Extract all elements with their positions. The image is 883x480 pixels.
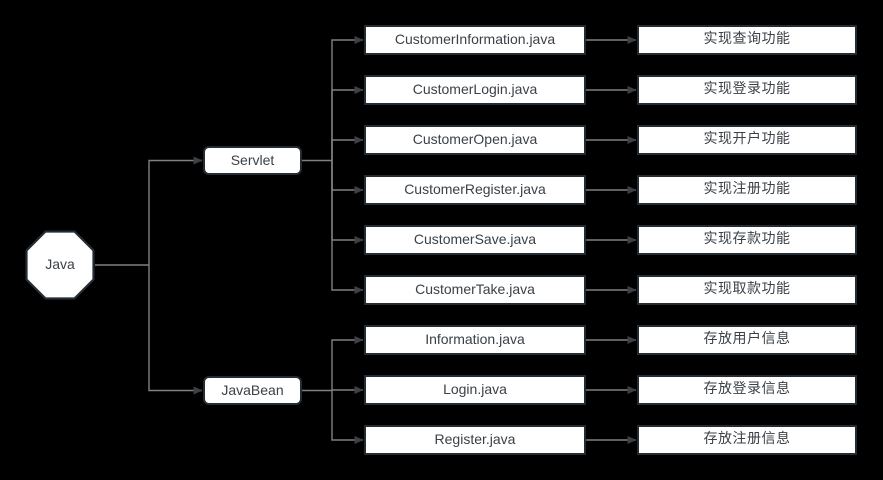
node-servlet[interactable]: Servlet: [203, 146, 302, 175]
connector-line: [331, 36, 364, 161]
node-javabean-label: JavaBean: [221, 381, 284, 398]
node-label: 实现开户功能: [703, 131, 791, 148]
connector-line: [331, 160, 364, 244]
node-file-customerregister[interactable]: CustomerRegister.java: [364, 175, 586, 205]
node-label: CustomerOpen.java: [412, 131, 538, 148]
connector-line: [331, 390, 364, 444]
node-label: 实现存款功能: [703, 231, 791, 248]
node-javabean[interactable]: JavaBean: [203, 376, 302, 405]
connector-line: [331, 160, 364, 294]
node-label: 实现注册功能: [703, 181, 791, 198]
connector-line: [331, 160, 364, 194]
node-desc-withdraw[interactable]: 实现取款功能: [637, 275, 857, 305]
node-label: Information.java: [425, 331, 525, 348]
node-label: 实现取款功能: [703, 281, 791, 298]
node-label: CustomerSave.java: [413, 231, 537, 248]
node-label: CustomerTake.java: [415, 281, 535, 298]
connector-line: [331, 336, 364, 391]
node-label: CustomerRegister.java: [404, 181, 546, 198]
node-label: 实现登录功能: [703, 81, 791, 98]
node-label: 存放用户信息: [703, 331, 791, 348]
node-label: 存放注册信息: [703, 431, 791, 448]
connector-line: [148, 156, 203, 265]
node-desc-store-login-info[interactable]: 存放登录信息: [637, 375, 857, 405]
node-desc-open-account[interactable]: 实现开户功能: [637, 125, 857, 155]
node-file-information[interactable]: Information.java: [364, 325, 586, 355]
node-label: Login.java: [443, 381, 507, 398]
node-java-label: Java: [45, 256, 75, 273]
node-desc-register[interactable]: 实现注册功能: [637, 175, 857, 205]
node-label: 存放登录信息: [703, 381, 791, 398]
node-file-customerlogin[interactable]: CustomerLogin.java: [364, 75, 586, 105]
node-file-customertake[interactable]: CustomerTake.java: [364, 275, 586, 305]
node-desc-query[interactable]: 实现查询功能: [637, 25, 857, 55]
node-label: Register.java: [434, 431, 516, 448]
connector-line: [148, 265, 203, 395]
node-desc-store-user-info[interactable]: 存放用户信息: [637, 325, 857, 355]
octagon-shape: [25, 230, 95, 300]
node-desc-login[interactable]: 实现登录功能: [637, 75, 857, 105]
node-desc-deposit[interactable]: 实现存款功能: [637, 225, 857, 255]
node-desc-store-register-info[interactable]: 存放注册信息: [637, 425, 857, 455]
connector-line: [331, 136, 364, 161]
node-label: CustomerLogin.java: [412, 81, 538, 98]
node-file-login[interactable]: Login.java: [364, 375, 586, 405]
connector-line: [331, 386, 364, 394]
node-file-customersave[interactable]: CustomerSave.java: [364, 225, 586, 255]
node-file-register[interactable]: Register.java: [364, 425, 586, 455]
connector-line: [331, 86, 364, 161]
node-file-customerinformation[interactable]: CustomerInformation.java: [364, 25, 586, 55]
node-label: 实现查询功能: [703, 31, 791, 48]
node-file-customeropen[interactable]: CustomerOpen.java: [364, 125, 586, 155]
node-servlet-label: Servlet: [230, 151, 275, 168]
node-label: CustomerInformation.java: [394, 31, 556, 48]
node-java[interactable]: Java: [25, 230, 95, 300]
